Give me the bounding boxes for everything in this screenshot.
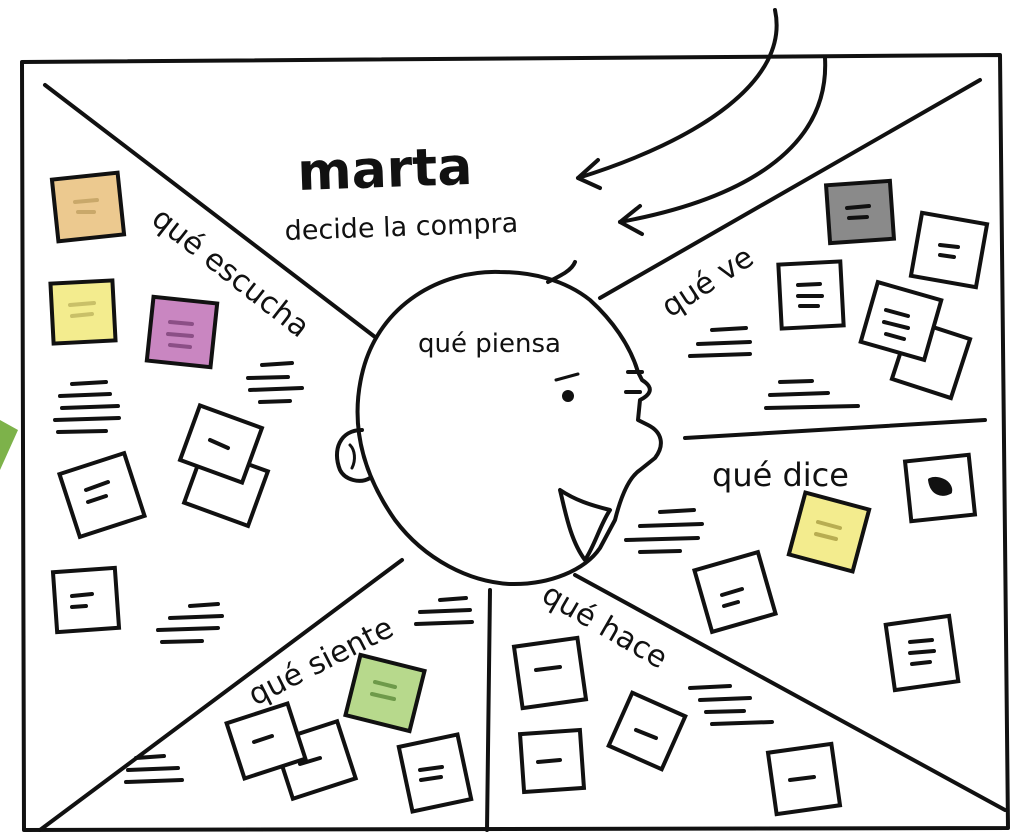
sticky-note (53, 568, 119, 632)
sticky-note-yellow (789, 493, 869, 572)
sticky-note-green (345, 655, 424, 731)
sticky-note-yellow (50, 280, 115, 343)
section-sees-label: qué ve (655, 240, 760, 325)
frame (22, 55, 1008, 830)
sticky-note (609, 693, 686, 770)
sticky-note (911, 213, 987, 287)
section-thinks-label: qué piensa (418, 329, 561, 359)
pointer-arrows (578, 10, 825, 234)
sticky-note (514, 638, 586, 708)
section-says-label: qué dice (712, 456, 849, 494)
sticky-note (59, 453, 144, 537)
green-arrow-tip (0, 420, 18, 470)
persona-name: marta (296, 137, 473, 203)
sticky-note-tan (52, 173, 124, 242)
persona-role: decide la compra (284, 208, 518, 247)
sticky-note (399, 734, 471, 811)
head-illustration (337, 262, 661, 584)
hatch-marks (55, 328, 858, 782)
sticky-note (861, 282, 942, 360)
eye-icon (562, 390, 574, 402)
mouth-icon (560, 490, 610, 560)
sticky-note-purple (147, 297, 217, 367)
sticky-note-gray (826, 181, 894, 243)
